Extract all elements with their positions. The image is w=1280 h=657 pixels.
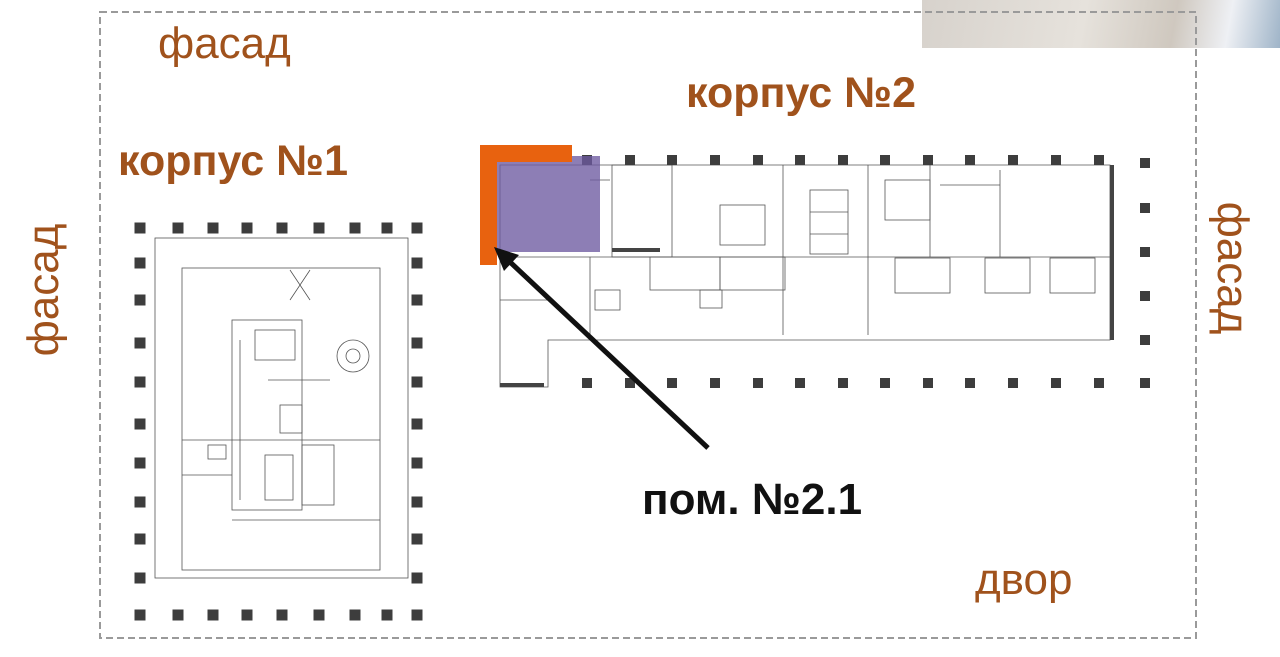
column [313, 609, 325, 621]
column [667, 155, 677, 165]
column [753, 155, 763, 165]
column [134, 572, 146, 584]
label-unit-2-1: пом. №2.1 [642, 475, 863, 524]
column [207, 609, 219, 621]
column [134, 222, 146, 234]
label-facade-right: фасад [1208, 201, 1257, 335]
column [625, 155, 635, 165]
column [753, 378, 763, 388]
column [838, 155, 848, 165]
column [411, 376, 423, 388]
column [838, 378, 848, 388]
column [1008, 155, 1018, 165]
column [1051, 155, 1061, 165]
column [795, 378, 805, 388]
label-building-2: корпус №2 [686, 69, 917, 117]
corner-photo-fragment [922, 0, 1280, 48]
pointer-arrow-line [508, 260, 710, 450]
pointer-arrow-head [494, 247, 519, 271]
column [207, 222, 219, 234]
column [411, 609, 423, 621]
wall-segment [500, 383, 544, 387]
column [880, 155, 890, 165]
column [1140, 335, 1150, 345]
column [1051, 378, 1061, 388]
wall-segment [1110, 165, 1114, 340]
column [134, 457, 146, 469]
column [134, 257, 146, 269]
column [880, 378, 890, 388]
column [172, 609, 184, 621]
column [411, 294, 423, 306]
column [923, 155, 933, 165]
column [134, 533, 146, 545]
column [134, 496, 146, 508]
wall-segments [500, 165, 1114, 387]
columns [134, 155, 1150, 621]
column [411, 257, 423, 269]
column [411, 572, 423, 584]
column [1094, 155, 1104, 165]
column [134, 609, 146, 621]
column [276, 222, 288, 234]
column [625, 378, 635, 388]
column [1140, 203, 1150, 213]
column [349, 609, 361, 621]
column [923, 378, 933, 388]
column [582, 378, 592, 388]
column [795, 155, 805, 165]
column [349, 222, 361, 234]
unit-2-1-orange-corner [480, 145, 572, 265]
column [1140, 291, 1150, 301]
column [411, 337, 423, 349]
column [241, 609, 253, 621]
label-facade-top: фасад [158, 19, 291, 68]
unit-2-1-highlight [496, 156, 600, 252]
label-facade-left: фасад [19, 223, 68, 357]
column [411, 222, 423, 234]
column [411, 418, 423, 430]
column [710, 378, 720, 388]
label-building-1: корпус №1 [118, 137, 349, 185]
column [381, 222, 393, 234]
column [1140, 158, 1150, 168]
label-courtyard: двор [975, 555, 1073, 604]
column [1008, 378, 1018, 388]
site-boundary [99, 11, 1197, 639]
column [710, 155, 720, 165]
column [134, 376, 146, 388]
column [411, 496, 423, 508]
column [134, 337, 146, 349]
column [1140, 378, 1150, 388]
column [241, 222, 253, 234]
column [965, 378, 975, 388]
building-1-plan [154, 237, 409, 579]
column [134, 418, 146, 430]
column [381, 609, 393, 621]
column [172, 222, 184, 234]
column [667, 378, 677, 388]
column [1094, 378, 1104, 388]
column [276, 609, 288, 621]
column [1140, 247, 1150, 257]
column [313, 222, 325, 234]
column [411, 457, 423, 469]
wall-segment [612, 248, 660, 252]
column [411, 533, 423, 545]
column [134, 294, 146, 306]
column [965, 155, 975, 165]
